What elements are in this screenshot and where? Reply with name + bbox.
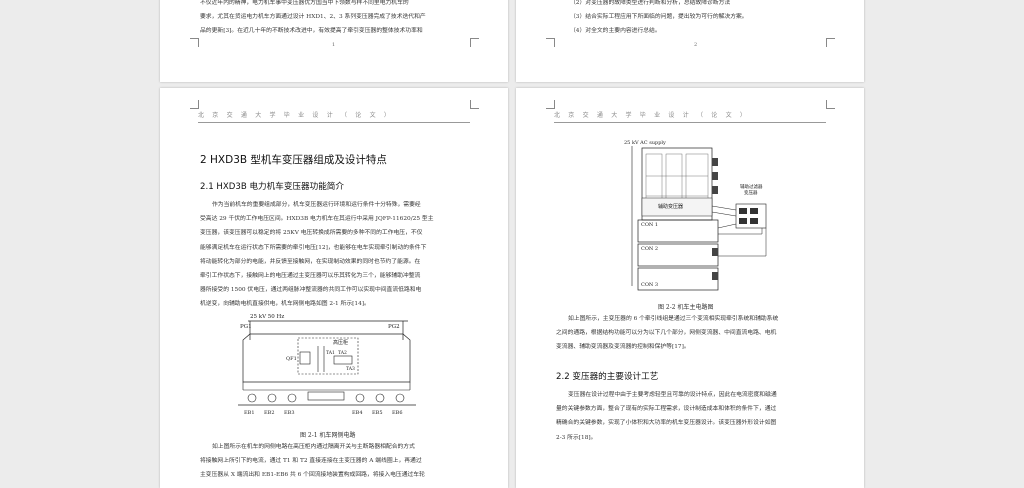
text-line: 牵引工作状态下，接触网上的电压通过主变压器可以乐其转化为三个，能够辅助冲整流 [200, 273, 421, 280]
text-line: 如上图所示，主变压器的 6 个牵引线组是通过三个变流相实现牵引系统和辅助系统 [568, 316, 779, 322]
page-number: 1 [332, 42, 336, 48]
figure-caption: 图 2-1 机车网侧电路 [300, 432, 356, 439]
text-line: 机逆变，向辅助电机直接供电，机车网侧电路如图 2-1 所示[14]。 [200, 301, 370, 308]
text-line: 品的更新[3]。在近几十年的不断技术改进中，有效提高了牵引变压器的整体技术功率和 [200, 28, 423, 35]
aux-filter-label: 辅助过滤器 [740, 183, 763, 190]
ta3-label: TA3 [346, 366, 355, 372]
section-title: 2.1 HXD3B 电力机车变压器功能简介 [200, 182, 344, 192]
text-line: 主变压器从 X 端流出和 EB1-EB6 共 6 个回流接地装置构成回路，将接入… [200, 472, 425, 479]
locomotive-main-circuit-diagram: 25 kV AC supply 辅助变压器 辅助过滤器 变压器 CO [624, 140, 767, 291]
after-figure-paragraph: 如上图所示在机车的网侧电路在高压柜内通过隔离开关与主断路器相配合的方式 将接触网… [200, 440, 472, 483]
text-line: 要求，尤其在货运电力机车方面通过设计 HXD1、2、3 系列变压器完成了技术迭代… [200, 14, 426, 21]
con3-label: CON 3 [641, 282, 658, 288]
page2-paragraph: （2）对变压器的故障类型进行判断和分析，总结故障诊断方法 （3）结合实际工程应用… [570, 0, 842, 39]
crop-mark [190, 38, 199, 47]
text-line: （3）结合实际工程应用下所面临的问题，提出较为可行的解决方案。 [570, 14, 748, 21]
text-line: 器所接受的 1500 伏电压，通过两组脉冲整流器的共同工作可以实现中间直流低路和… [200, 287, 422, 294]
document-page-4: 北京交通大学毕业设计（论文） 25 kV AC supply 辅助变压器 辅助过… [516, 88, 864, 488]
text-line: 作为当前机车的重要组成部分，机车变压器运行环境和运行条件十分特殊，需要经 [212, 202, 421, 208]
crop-mark [826, 38, 835, 47]
crop-mark [546, 100, 555, 109]
section-paragraph: 变压器在设计过程中由于主要考虑轻型且可靠的设计特点，因此在电流密度和磁通 量的关… [556, 388, 828, 445]
crop-mark [470, 100, 479, 109]
crop-mark [470, 38, 479, 47]
text-line: 变流器、辅助变流器及变流器的控制和保护等[17]。 [556, 344, 690, 351]
eb-label: EB6 [392, 410, 403, 416]
ta2-label: TA2 [338, 350, 347, 356]
crop-mark [546, 38, 555, 47]
supply-label: 25 kV 50 Hz [250, 314, 284, 320]
supply-label: 25 kV AC supply [624, 140, 666, 146]
page-number: 2 [694, 42, 698, 48]
page-header: 北京交通大学毕业设计（论文） [198, 112, 399, 119]
con2-label: CON 2 [641, 246, 658, 252]
text-line: 量的关键参数方面，整合了现有的实际工程需求，设计制造成本和体积的条件下，通过 [556, 406, 777, 413]
text-line: （4）对全文的主要内容进行总结。 [570, 28, 661, 35]
eb-label: EB2 [264, 410, 275, 416]
cabinet-label: 高压柜 [333, 339, 348, 346]
qf1-label: QF1 [286, 356, 297, 362]
text-line: 将接触网上所引下的电流，通过 T1 和 T2 直接连接在主变压器的 A 端线圈上… [200, 458, 422, 465]
text-line: 将动能转化为部分的电能，并反馈至接触网，在实现制动效果的同时也节约了能源。在 [200, 258, 421, 265]
eb-label: EB4 [352, 410, 363, 416]
section-title: 2.2 变压器的主要设计工艺 [556, 372, 659, 382]
page1-paragraph: 不仅近年内的精神，电力机车事中变压器优方国当中下领数与样不同里电力机车的 要求，… [200, 0, 472, 39]
text-line: 受高达 29 千伏的工作电压区间。HXD3B 电力机车在其运行中采用 JQFP-… [200, 216, 434, 223]
text-line: （2）对变压器的故障类型进行判断和分析，总结故障诊断方法 [570, 0, 731, 6]
crop-mark [190, 100, 199, 109]
text-line: 变压器，该变压器可以稳定的将 25KV 电压转换成所需要的多种不同的工作电压，不… [200, 230, 423, 237]
pg1-label: PG1 [240, 324, 252, 330]
page-header: 北京交通大学毕业设计（论文） [554, 112, 755, 119]
figure-caption: 图 2-2 机车主电路图 [658, 304, 714, 311]
text-line: 变压器在设计过程中由于主要考虑轻型且可靠的设计特点，因此在电流密度和磁通 [568, 392, 777, 398]
text-line: 能够满足机车在运行状态下所需要的牵引电压[12]，也能够在电车实现牵引制动的条件… [200, 244, 427, 251]
header-rule [198, 122, 470, 123]
document-page-2: （2）对变压器的故障类型进行判断和分析，总结故障诊断方法 （3）结合实际工程应用… [516, 0, 864, 82]
eb-label: EB5 [372, 410, 383, 416]
text-line: 不仅近年内的精神，电力机车事中变压器优方国当中下领数与样不同里电力机车的 [200, 0, 409, 6]
crop-mark [826, 100, 835, 109]
aux-filter-label-2: 变压器 [744, 189, 758, 196]
document-page-3: 北京交通大学毕业设计（论文） 2 HXD3B 型机车变压器组成及设计特点 2.1… [160, 88, 508, 488]
text-line: 2-3 所示[18]。 [556, 434, 597, 441]
text-line: 如上图所示在机车的网侧电路在高压柜内通过隔离开关与主断路器相配合的方式 [212, 444, 415, 450]
figure-explanation-paragraph: 如上图所示，主变压器的 6 个牵引线组是通过三个变流相实现牵引系统和辅助系统 之… [556, 312, 828, 355]
text-line: 精确合的关键参数，实现了小体积和大功率的机车变压器设计。该变压器外形设计如图 [556, 420, 777, 427]
document-page-1: 不仅近年内的精神，电力机车事中变压器优方国当中下领数与样不同里电力机车的 要求，… [160, 0, 508, 82]
eb-label: EB1 [244, 410, 255, 416]
eb-label: EB3 [284, 410, 295, 416]
ta1-label: TA1 [326, 350, 335, 356]
chapter-title: 2 HXD3B 型机车变压器组成及设计特点 [200, 154, 387, 166]
text-line: 之间的通路，根据结构功能可以分为以下几个部分，网侧变流器、中间直流电路、电机 [556, 330, 777, 337]
pg2-label: PG2 [388, 324, 400, 330]
con1-label: CON 1 [641, 222, 658, 228]
section-paragraph: 作为当前机车的重要组成部分，机车变压器运行环境和运行条件十分特殊，需要经 受高达… [200, 198, 472, 312]
locomotive-grid-circuit-diagram: 25 kV 50 Hz PG1 PG2 高压柜 QF1 TA1 TA2 TA3 [238, 314, 416, 416]
aux-transformer-label: 辅助变压器 [658, 203, 683, 210]
header-rule [554, 122, 826, 123]
